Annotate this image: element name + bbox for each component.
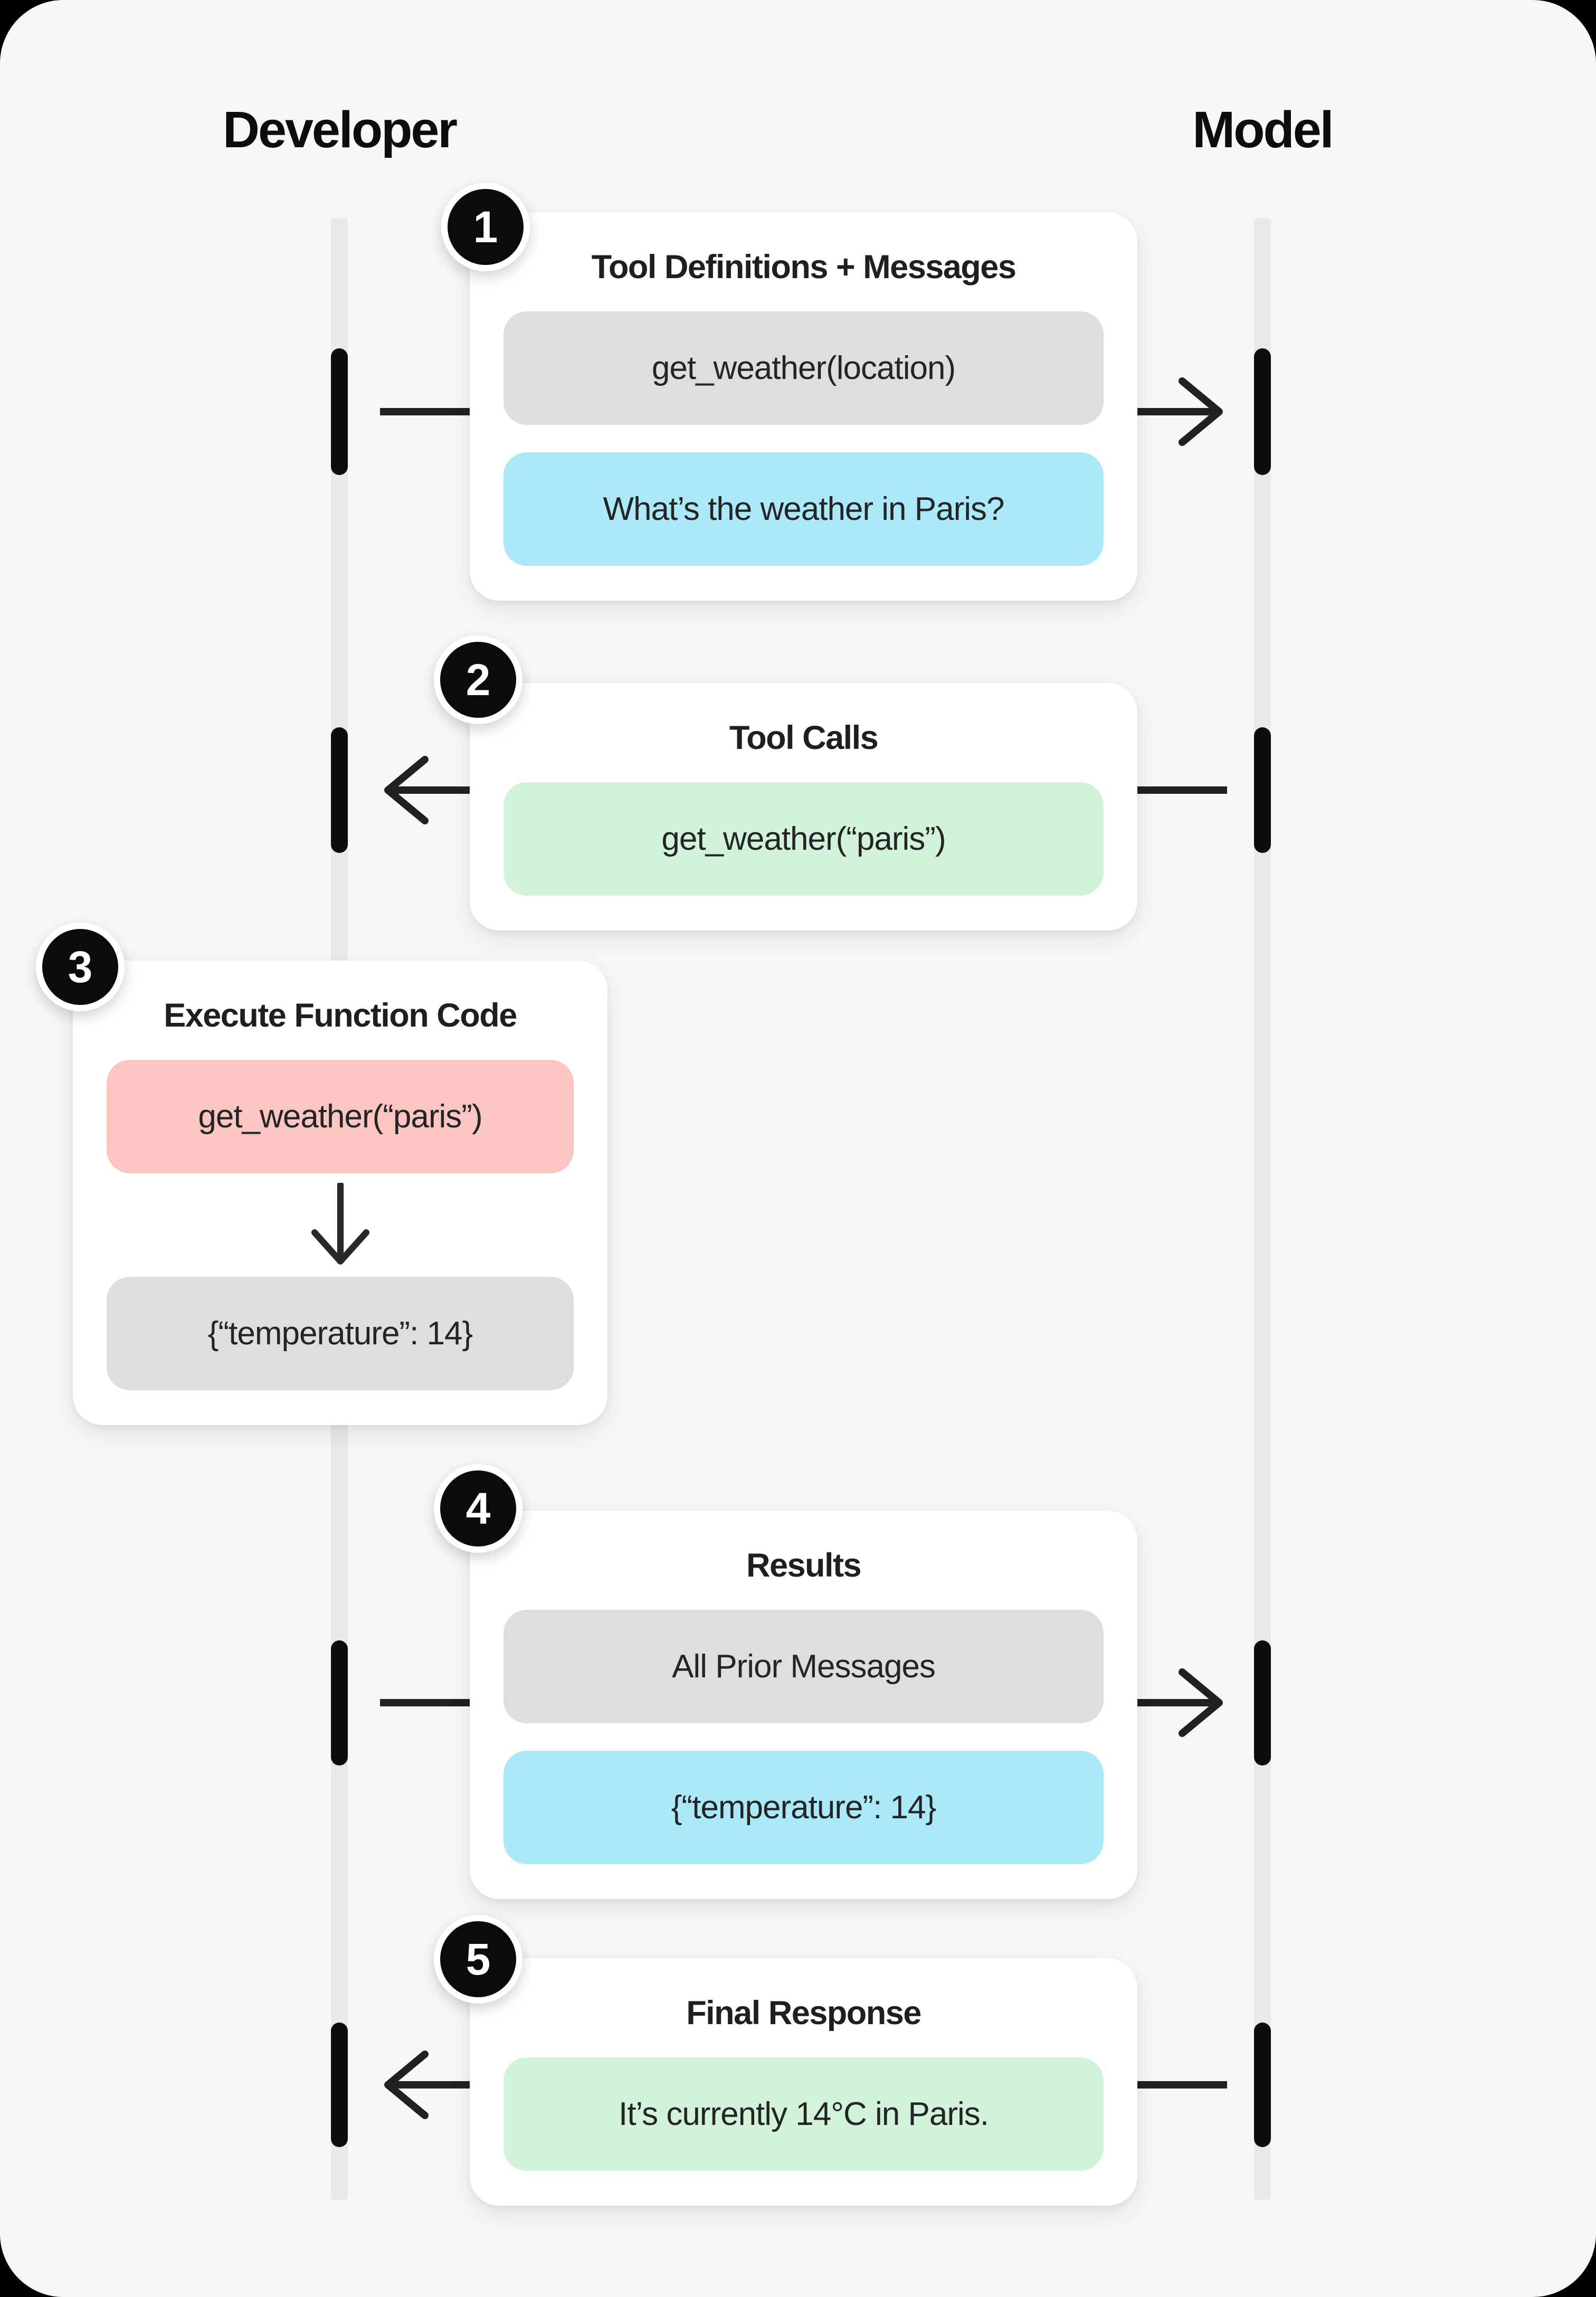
step1-tool-definition-pill: get_weather(location) [504, 311, 1104, 425]
step4-result-pill: {“temperature”: 14} [504, 1751, 1104, 1864]
step5-number-badge: 5 [434, 1915, 522, 2004]
step4-title: Results [746, 1547, 862, 1584]
model-lane-label: Model [1192, 101, 1334, 158]
step3-title: Execute Function Code [164, 997, 517, 1034]
step3-result-pill: {“temperature”: 14} [107, 1277, 574, 1390]
developer-activation-bar-step2 [331, 727, 348, 853]
developer-activation-bar-step1 [331, 348, 348, 475]
step5-title: Final Response [686, 1995, 922, 2032]
developer-activation-bar-step5 [331, 2023, 348, 2147]
model-activation-bar-step4 [1254, 1640, 1271, 1766]
step1-card: Tool Definitions + Messages get_weather(… [470, 212, 1137, 601]
down-arrow-container [107, 1183, 574, 1267]
step5-final-response-pill: It’s currently 14°C in Paris. [504, 2057, 1104, 2171]
developer-lane-label: Developer [222, 101, 458, 158]
step2-card: Tool Calls get_weather(“paris”) [470, 683, 1137, 931]
step4-prior-messages-pill: All Prior Messages [504, 1610, 1104, 1723]
step1-number-badge: 1 [441, 183, 530, 271]
step2-tool-call-pill: get_weather(“paris”) [504, 782, 1104, 896]
step4-card: Results All Prior Messages {“temperature… [470, 1511, 1137, 1899]
down-arrow-icon [311, 1183, 369, 1265]
step5-card: Final Response It’s currently 14°C in Pa… [470, 1958, 1137, 2206]
step3-function-call-pill: get_weather(“paris”) [107, 1060, 574, 1173]
model-activation-bar-step2 [1254, 727, 1271, 853]
step2-number-badge: 2 [434, 635, 522, 724]
step3-number-badge: 3 [36, 923, 125, 1011]
step3-card: Execute Function Code get_weather(“paris… [73, 961, 607, 1425]
model-activation-bar-step5 [1254, 2023, 1271, 2147]
developer-activation-bar-step4 [331, 1640, 348, 1766]
model-lifeline [1254, 218, 1271, 2200]
step1-title: Tool Definitions + Messages [591, 249, 1016, 286]
step2-title: Tool Calls [729, 719, 879, 756]
step4-number-badge: 4 [434, 1464, 522, 1553]
step1-user-message-pill: What’s the weather in Paris? [504, 452, 1104, 566]
model-activation-bar-step1 [1254, 348, 1271, 475]
